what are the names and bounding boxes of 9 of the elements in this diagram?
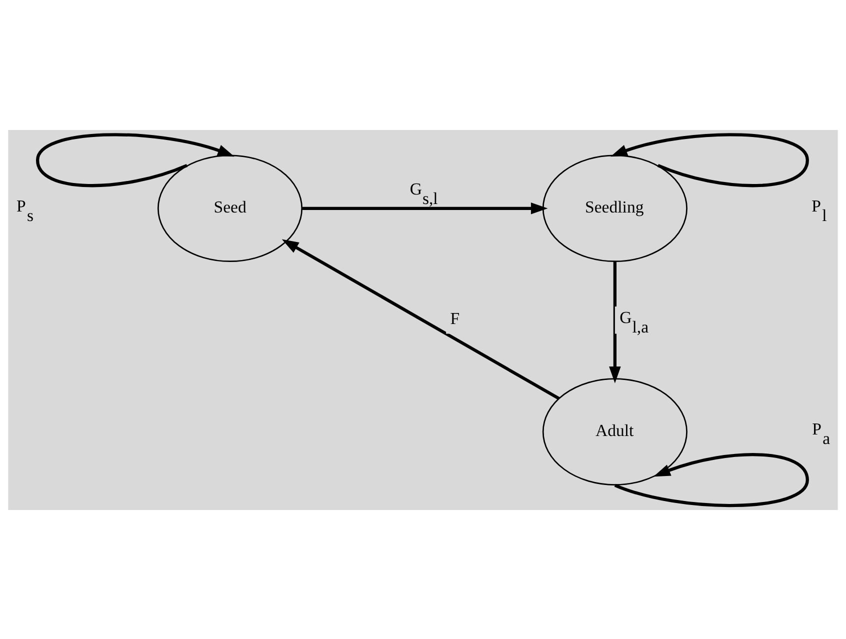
arrow xyxy=(36,132,234,187)
edge-label: F xyxy=(450,308,460,328)
arrow xyxy=(302,202,548,214)
node-ellipse: Adult xyxy=(542,378,688,485)
node-ellipse: Seed xyxy=(157,154,303,262)
node-ellipse: Seedling xyxy=(542,154,688,262)
arrow xyxy=(282,238,560,400)
arrow xyxy=(610,132,809,187)
arrow xyxy=(609,261,621,383)
